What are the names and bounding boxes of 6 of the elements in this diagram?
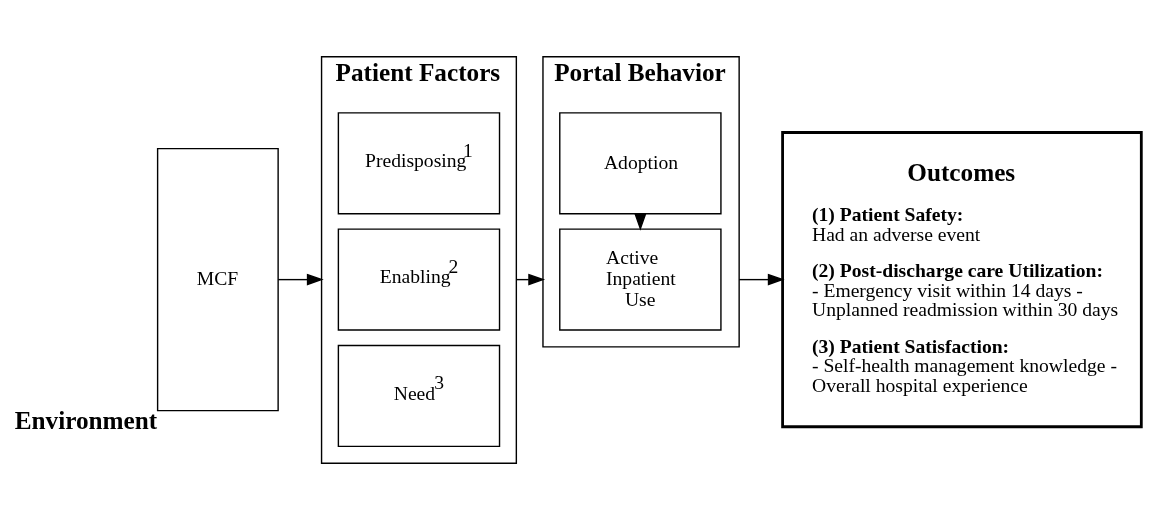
node-box: Active Inpatient Use (559, 227, 722, 331)
arrow (277, 273, 324, 285)
arrow (738, 273, 785, 285)
node-box: Outcomes (1) Patient Safety: Had an adverse event (2) Post-discharge care Utilization: - Emergency visit within 14 days - Unplanned readmission within 30 days (3) Patient Satisfaction: - Self-health management knowledge - Overall hospital experience (781, 130, 1143, 428)
node-label: Environment (14, 406, 158, 434)
node-box: MCF (156, 147, 279, 411)
